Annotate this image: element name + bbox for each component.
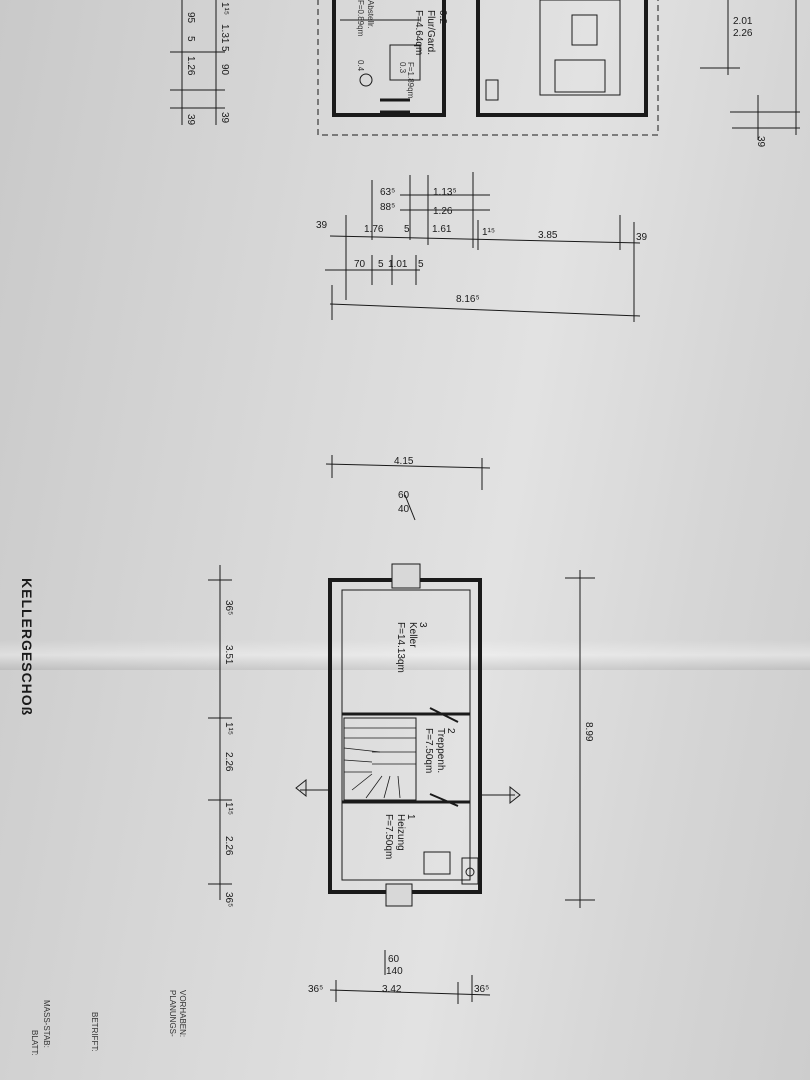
left-chain-3: 1¹⁵ — [223, 722, 234, 735]
left-chain-2: 3.51 — [223, 645, 234, 665]
dim-mid-13: 5 — [378, 259, 384, 270]
room-3-name: Keller — [407, 622, 418, 648]
top-room-area: F=4.64qm — [413, 10, 424, 55]
room-2-area: F=7.50qm — [423, 728, 434, 773]
stair-treads — [343, 727, 416, 799]
dim-mid-2: 88⁵ — [380, 202, 395, 213]
dim-upper-3: 40 — [398, 504, 410, 515]
room-1-name: Heizung — [395, 814, 406, 851]
dim-mid-11: 39 — [636, 232, 648, 243]
dim-upper-2: 60 — [398, 490, 410, 501]
top-room-number: 0.2 — [437, 10, 448, 24]
dim-top-left-6: 95 — [185, 12, 196, 24]
left-chain-7: 36⁵ — [223, 892, 234, 907]
dim-top-right-3: 39 — [755, 136, 766, 148]
dim-mid-7: 5 — [404, 224, 410, 235]
closet-area: F=0.89qm — [356, 0, 365, 37]
wc-box — [389, 44, 421, 81]
room-2-name: Treppenh. — [435, 728, 446, 773]
left-chain-6: 2.26 — [223, 836, 234, 856]
dim-bottom-2: 140 — [386, 966, 403, 977]
boiler — [423, 851, 451, 875]
section-arrow-left — [295, 778, 307, 798]
window-top — [391, 563, 421, 589]
staircase — [343, 717, 417, 801]
closet-number: 0.4 — [356, 60, 365, 72]
field-planungs: PLANUNGS- — [168, 990, 177, 1037]
left-chain-5: 1¹⁵ — [223, 802, 234, 815]
window-bottom — [385, 883, 413, 907]
dim-mid-8: 1.61 — [432, 224, 452, 235]
dim-top-left-8: 1.26 — [185, 56, 196, 76]
dim-mid-4: 1.26 — [433, 206, 453, 217]
room-3-area: F=14.13qm — [395, 622, 406, 673]
dim-mid-3: 1.13⁵ — [433, 187, 457, 198]
left-chain-4: 2.26 — [223, 752, 234, 772]
wc-fixture — [359, 73, 373, 87]
dim-top-left-7: 5 — [185, 36, 196, 42]
stove — [485, 79, 499, 101]
wc-number: 0.3 — [398, 62, 407, 74]
field-massstab: MASS-STAB: — [42, 1000, 51, 1048]
left-chain-1: 36⁵ — [223, 600, 234, 615]
room-1-area: F=7.50qm — [383, 814, 394, 859]
dim-top-right-1: 2.01 — [733, 16, 753, 27]
table — [571, 14, 598, 46]
dim-mid-16: 8.16⁵ — [456, 294, 480, 305]
dim-top-left-5: 39 — [219, 112, 230, 124]
chimney — [461, 857, 479, 885]
dim-top-right-2: 2.26 — [733, 28, 753, 39]
dim-right-total: 8.99 — [583, 722, 594, 742]
dim-mid-9: 1¹⁵ — [482, 227, 495, 238]
field-betrifft: BETRIFFT: — [90, 1012, 99, 1052]
dim-top-left-3: 5 — [219, 46, 230, 52]
dim-top-left-2: 1.31 — [219, 24, 230, 44]
top-plan-wall — [332, 0, 446, 117]
wc-area: F=1.89qm — [406, 62, 415, 99]
dim-top-left-1: 1¹⁵ — [219, 2, 230, 15]
field-blatt: BLATT: — [30, 1030, 39, 1056]
dim-mid-12: 70 — [354, 259, 366, 270]
dim-mid-6: 1.76 — [364, 224, 384, 235]
drawing-title: KELLERGESCHOß — [19, 578, 35, 716]
paper-fold — [0, 640, 810, 670]
living-room-furniture — [539, 0, 621, 96]
dim-mid-1: 63⁵ — [380, 187, 395, 198]
dim-mid-14: 1.01 — [388, 259, 408, 270]
dim-mid-10: 3.85 — [538, 230, 558, 241]
basement-inner-wall — [341, 589, 471, 881]
room-1-number: 1 — [405, 814, 416, 820]
dim-top-left-4: 90 — [219, 64, 230, 76]
atelier-logo: atelier — [806, 918, 810, 995]
dim-bottom-3: 36⁵ — [308, 984, 323, 995]
sofa — [554, 59, 606, 93]
field-vorhaben: VORHABEN: — [178, 990, 187, 1037]
top-room-name: Flur/Gard. — [425, 10, 436, 55]
dim-bottom-1: 60 — [388, 954, 400, 965]
dim-mid-5: 39 — [316, 220, 328, 231]
dim-top-left-9: 39 — [185, 114, 196, 126]
dim-mid-15: 5 — [418, 259, 424, 270]
closet-name: Abstellr. — [366, 0, 375, 28]
dim-bottom-5: 36⁵ — [474, 984, 489, 995]
room-3-number: 3 — [417, 622, 428, 628]
dim-bottom-4: 3.42 — [382, 984, 402, 995]
top-plan-wall-right — [476, 0, 648, 117]
top-plan-outline — [317, 0, 659, 136]
room-2-number: 2 — [445, 728, 456, 734]
dim-upper-1: 4.15 — [394, 456, 414, 467]
